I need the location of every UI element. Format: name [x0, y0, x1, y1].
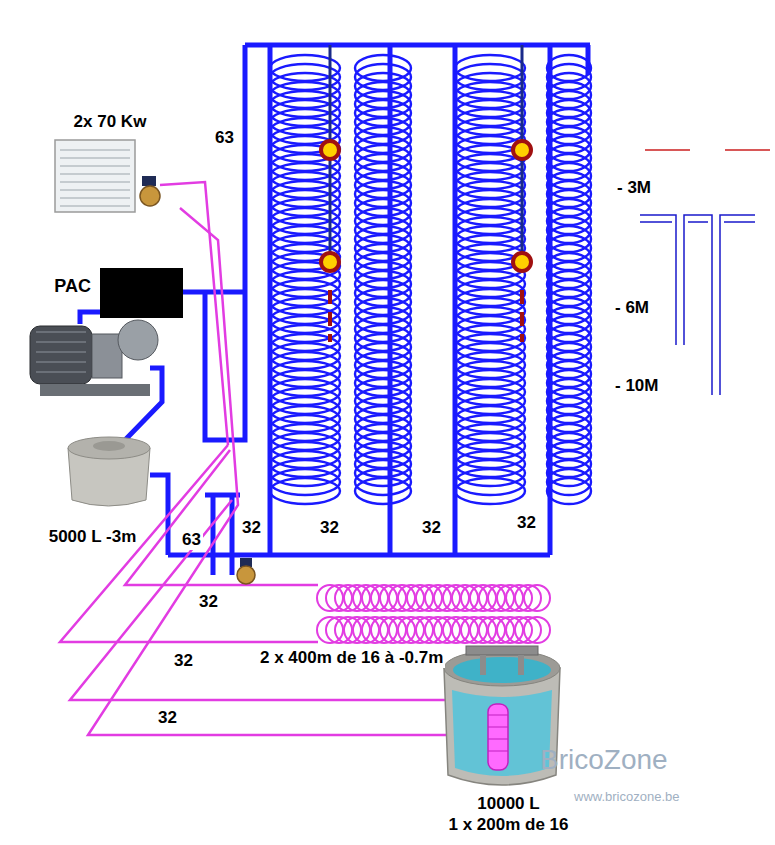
pump-filter: [118, 320, 158, 360]
pipe-size: 32: [318, 518, 341, 538]
depth-sketch: [640, 150, 770, 395]
sensor-dot: [513, 141, 531, 159]
well-pipe: [640, 215, 755, 395]
tank-top: [68, 437, 150, 459]
riser-pipe: [243, 45, 248, 292]
sensor-dot: [321, 141, 339, 159]
node-title: PAC: [51, 276, 94, 298]
depth-mark: - 3M: [615, 178, 653, 198]
concrete-tank: [68, 437, 150, 506]
pump-housing: [92, 334, 122, 378]
ground-level: [645, 149, 770, 151]
depth-mark: - 10M: [613, 376, 660, 396]
cistern-water: [452, 690, 552, 776]
pump-pipe: [80, 312, 100, 324]
tank-lid: [93, 441, 125, 451]
pipe-size: 32: [156, 708, 179, 728]
pipe-size: 32: [240, 518, 263, 538]
pipe-connector: [88, 208, 440, 735]
sensor-depth: [330, 290, 522, 342]
heater-unit: 2x 70 Kw: [40, 112, 180, 222]
cistern-frame: [466, 646, 538, 655]
watermark: BricoZone: [538, 744, 670, 776]
cistern-tank: 10000 L1 x 200m de 16: [440, 640, 577, 835]
sensor-rod: [330, 45, 522, 262]
coil-turn: [455, 478, 525, 504]
cistern: [444, 646, 560, 785]
node-title: 2x 70 Kw: [71, 112, 150, 132]
depth-mark: - 6M: [613, 298, 651, 318]
horizontal-coils: [317, 585, 550, 643]
coil-turn: [270, 478, 340, 504]
pipe-size: 32: [420, 518, 443, 538]
pipe-size: 63: [213, 128, 236, 148]
pipe-size: 63: [180, 530, 203, 550]
return-pipes: [205, 495, 240, 575]
pump-base: [40, 384, 150, 396]
well-pipe: [640, 221, 755, 223]
water-pipes: [80, 45, 590, 575]
cistern-post: [480, 655, 486, 675]
heater-body: [55, 140, 135, 212]
ground-loop-pipes: [60, 182, 488, 735]
heater-pipe: [160, 182, 228, 445]
drop-pipes: [270, 45, 588, 555]
coil-turn: [355, 478, 411, 504]
watermark-url: www.bricozone.be: [572, 790, 682, 805]
sensor-dot: [321, 253, 339, 271]
coil-spec: 2 x 400m de 16 à -0.7m: [258, 648, 445, 668]
motor-fins: [36, 332, 86, 372]
node-note: 1 x 200m de 16: [445, 815, 571, 835]
immersed-coil: [488, 704, 508, 770]
pump-motor: [30, 326, 92, 384]
coil-turn: [524, 617, 550, 643]
sensor-wells: [321, 45, 531, 342]
coil-turns: [488, 715, 508, 751]
heater-louvers: [60, 150, 130, 206]
ground-coils: [270, 55, 591, 504]
valve-motor: [142, 176, 156, 186]
coil-turn: [547, 478, 591, 504]
pump-tank-pipe: [125, 368, 162, 440]
buffer-tank: 5000 L -3m: [25, 432, 160, 547]
sensor-dot: [513, 253, 531, 271]
valve-body: [237, 566, 255, 584]
top-manifold: [245, 43, 590, 48]
heat-pump-box: PAC: [100, 268, 183, 318]
cistern-surface: [453, 657, 551, 683]
coil-turn: [524, 585, 550, 611]
loop-pipe: [70, 500, 488, 700]
node-title: 10000 L: [474, 794, 542, 814]
pipe-size: 32: [197, 592, 220, 612]
loop-valve: [237, 558, 255, 584]
pipe-size: 32: [172, 651, 195, 671]
loop-pipe: [60, 445, 318, 642]
fan-heater: [55, 140, 160, 212]
cistern-post: [518, 655, 524, 675]
valve-body: [140, 186, 160, 206]
node-title: 5000 L -3m: [46, 527, 140, 547]
bottom-manifold: [168, 553, 550, 558]
pipe-size: 32: [515, 513, 538, 533]
pump: [30, 320, 158, 396]
loop-pipe: [125, 450, 318, 585]
